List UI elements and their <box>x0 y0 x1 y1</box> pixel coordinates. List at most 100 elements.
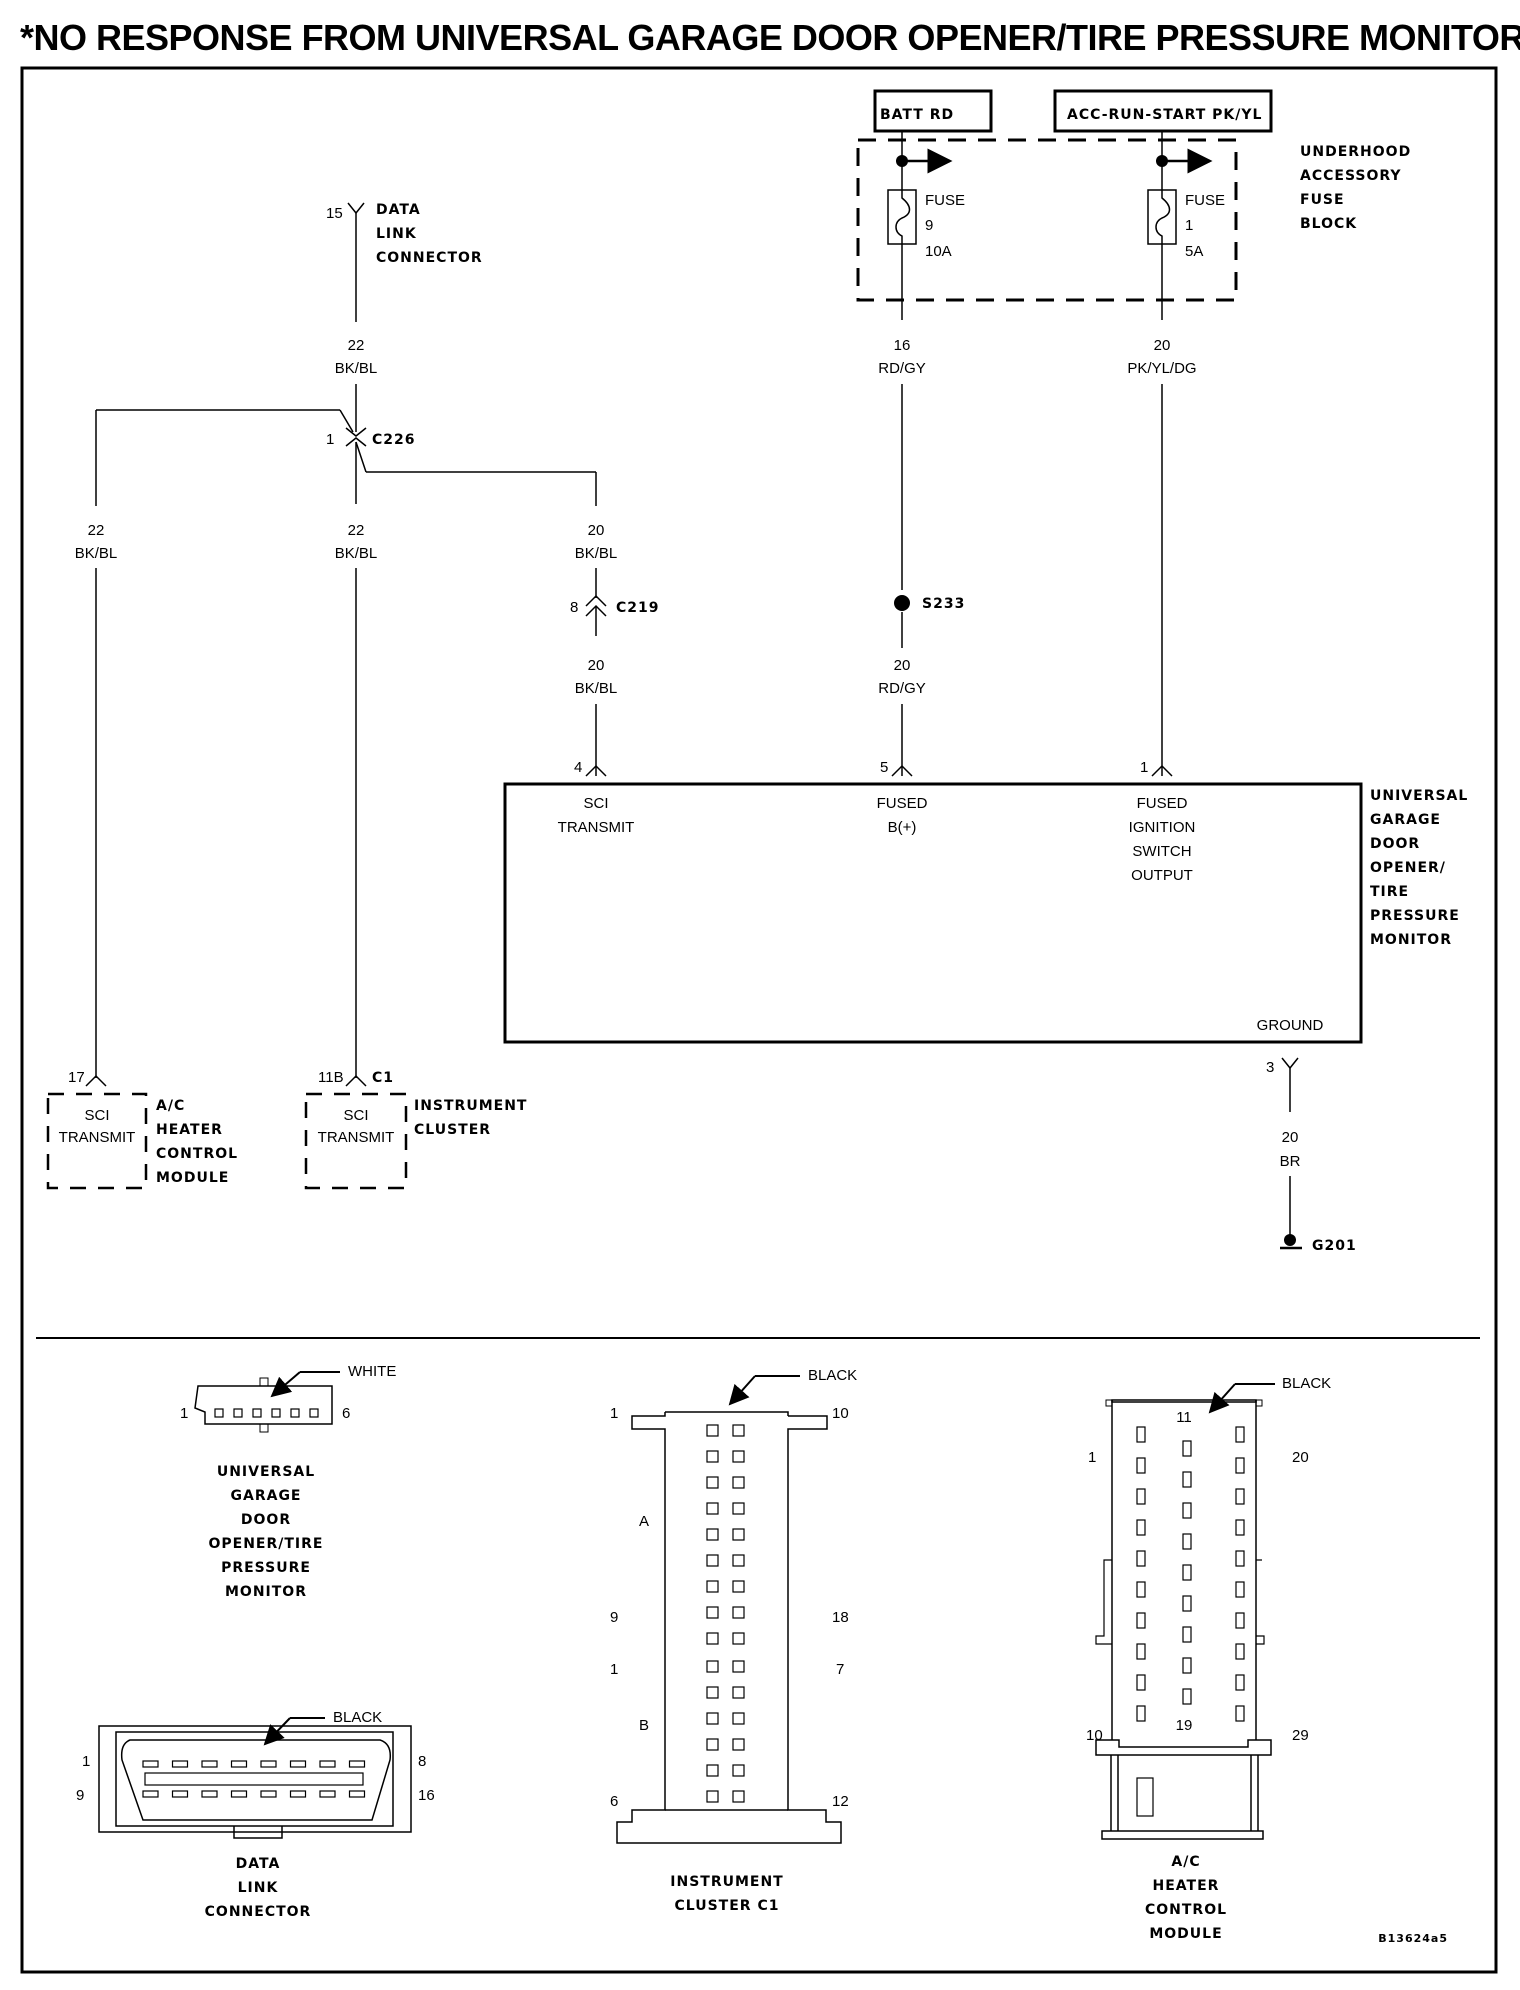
wire-color: RD/GY <box>878 360 926 377</box>
pin-number: 3 <box>1266 1059 1274 1076</box>
wire-to-module-sci: 20 BK/BL 8 C219 20 BK/BL 4 <box>570 522 659 777</box>
connector-name: OPENER/TIRE <box>208 1536 323 1552</box>
pin-cavity <box>1182 1502 1192 1519</box>
pin-cavity <box>732 1580 745 1593</box>
wire-fuse9-out: 16 RD/GY S233 20 RD/GY 5 <box>878 337 964 777</box>
pin-cavity <box>706 1476 719 1489</box>
wire-color: BK/BL <box>75 545 118 562</box>
pin-cavity <box>1136 1581 1146 1598</box>
pin-cavity <box>1136 1488 1146 1505</box>
pin-cavity <box>1136 1519 1146 1536</box>
pin-function: SCI <box>343 1107 368 1124</box>
fuse-9: FUSE 9 10A <box>887 131 965 320</box>
pin-function: SCI <box>84 1107 109 1124</box>
pin-cavity <box>1136 1705 1146 1722</box>
female-terminal-icon <box>345 1074 367 1087</box>
arrow-icon <box>1208 1383 1236 1414</box>
pin-number: 19 <box>1176 1717 1193 1734</box>
pin-cavity <box>1136 1550 1146 1567</box>
pin-cavity <box>1235 1488 1245 1505</box>
module-name: GARAGE <box>1370 812 1441 828</box>
module-name: OPENER/ <box>1370 860 1446 876</box>
pin-number: 1 <box>82 1753 90 1770</box>
pin-cavity <box>1235 1426 1245 1443</box>
male-terminal-icon <box>1281 1057 1299 1070</box>
pin-cavity <box>1182 1440 1192 1457</box>
pin-cavity <box>309 1408 319 1418</box>
pin-cavity <box>348 1790 366 1798</box>
ugdo-module: SCI TRANSMIT FUSED B(+) FUSED IGNITION S… <box>503 782 1467 1044</box>
pin-function: SCI <box>583 795 608 812</box>
connector-name: DATA <box>236 1856 281 1872</box>
pin-number: 29 <box>1292 1727 1309 1744</box>
module-name: A/C <box>156 1098 185 1114</box>
pin-function: FUSED <box>1137 795 1188 812</box>
pin-function: TRANSMIT <box>59 1129 136 1146</box>
wire-gauge: 20 <box>1282 1129 1299 1146</box>
pin-cavity <box>1136 1426 1146 1443</box>
pin-cavity <box>1136 1457 1146 1474</box>
pin-number: 12 <box>832 1793 849 1810</box>
connector-name: LINK <box>238 1880 279 1896</box>
pin-cavity <box>142 1760 159 1768</box>
wire-color: BK/BL <box>335 360 378 377</box>
pin-number: 6 <box>610 1793 618 1810</box>
pin-cavity <box>706 1660 719 1673</box>
pin-cavity <box>1182 1533 1192 1550</box>
pin-cavity <box>252 1408 262 1418</box>
arrow-icon <box>270 1371 301 1398</box>
acc-source-label: ACC-RUN-START PK/YL <box>1067 107 1262 123</box>
pin-function: IGNITION <box>1129 819 1196 836</box>
ugdo-connector-view: WHITE 1 6 UNIVERSAL GARAGE DOOR OPENER/T… <box>180 1363 396 1600</box>
pin-number: 17 <box>68 1069 85 1086</box>
pin-number: 16 <box>418 1787 435 1804</box>
pin-cavity <box>706 1450 719 1463</box>
connector-name: CONTROL <box>1145 1902 1227 1918</box>
underhood-fuse-block: UNDERHOOD ACCESSORY FUSE BLOCK <box>856 138 1410 302</box>
pin-cavity <box>1235 1643 1245 1660</box>
fuse-label: FUSE <box>1185 192 1225 209</box>
pin-cavity <box>706 1712 719 1725</box>
ground-wire: 3 20 BR G201 <box>1266 1057 1356 1254</box>
connector-label: C1 <box>372 1070 394 1086</box>
pin-function: TRANSMIT <box>318 1129 395 1146</box>
cluster-connector-view: BLACK 1 10 A 9 18 1 7 B 6 12 INSTRUMENT … <box>610 1367 857 1914</box>
pin-function: FUSED <box>877 795 928 812</box>
pin-cavity <box>732 1712 745 1725</box>
wire-gauge: 20 <box>588 657 605 674</box>
connector-housing-icon <box>616 1411 842 1844</box>
module-name: TIRE <box>1370 884 1409 900</box>
module-name: CONTROL <box>156 1146 238 1162</box>
page-frame <box>20 66 1498 1974</box>
pin-number: 1 <box>180 1405 188 1422</box>
pin-cavity <box>260 1760 277 1768</box>
pin-cavity <box>732 1554 745 1567</box>
figure-id: B13624a5 <box>1378 1932 1448 1945</box>
dlc-name: DATA <box>376 202 421 218</box>
pin-cavity <box>201 1760 218 1768</box>
hvac-connector-view: BLACK 1 11 20 10 19 29 A/C HEATER CONTRO… <box>1086 1375 1331 1942</box>
connector-label: C226 <box>372 432 416 448</box>
connector-name: MONITOR <box>225 1584 307 1600</box>
pin-number: 5 <box>880 759 888 776</box>
module-name: PRESSURE <box>1370 908 1460 924</box>
dlc-name: LINK <box>376 226 417 242</box>
pin-cavity <box>732 1502 745 1515</box>
pin-cavity <box>1182 1595 1192 1612</box>
pin-number: 8 <box>570 599 578 616</box>
pin-cavity <box>1235 1457 1245 1474</box>
pin-cavity <box>171 1760 189 1768</box>
wire-gauge: 20 <box>894 657 911 674</box>
connector-housing-icon <box>194 1385 333 1425</box>
female-terminal-icon <box>891 764 913 777</box>
wire-to-cluster: 22 BK/BL 11B C1 <box>318 522 394 1087</box>
fuse-number: 9 <box>925 217 933 234</box>
pin-cavity <box>706 1686 719 1699</box>
pin-cavity <box>732 1424 745 1437</box>
connector-name: MODULE <box>1149 1926 1222 1942</box>
pin-cavity <box>732 1450 745 1463</box>
ground-icon <box>1284 1234 1296 1246</box>
pin-number: 11B <box>318 1069 344 1086</box>
connector-name: PRESSURE <box>221 1560 311 1576</box>
module-name: HEATER <box>156 1122 223 1138</box>
